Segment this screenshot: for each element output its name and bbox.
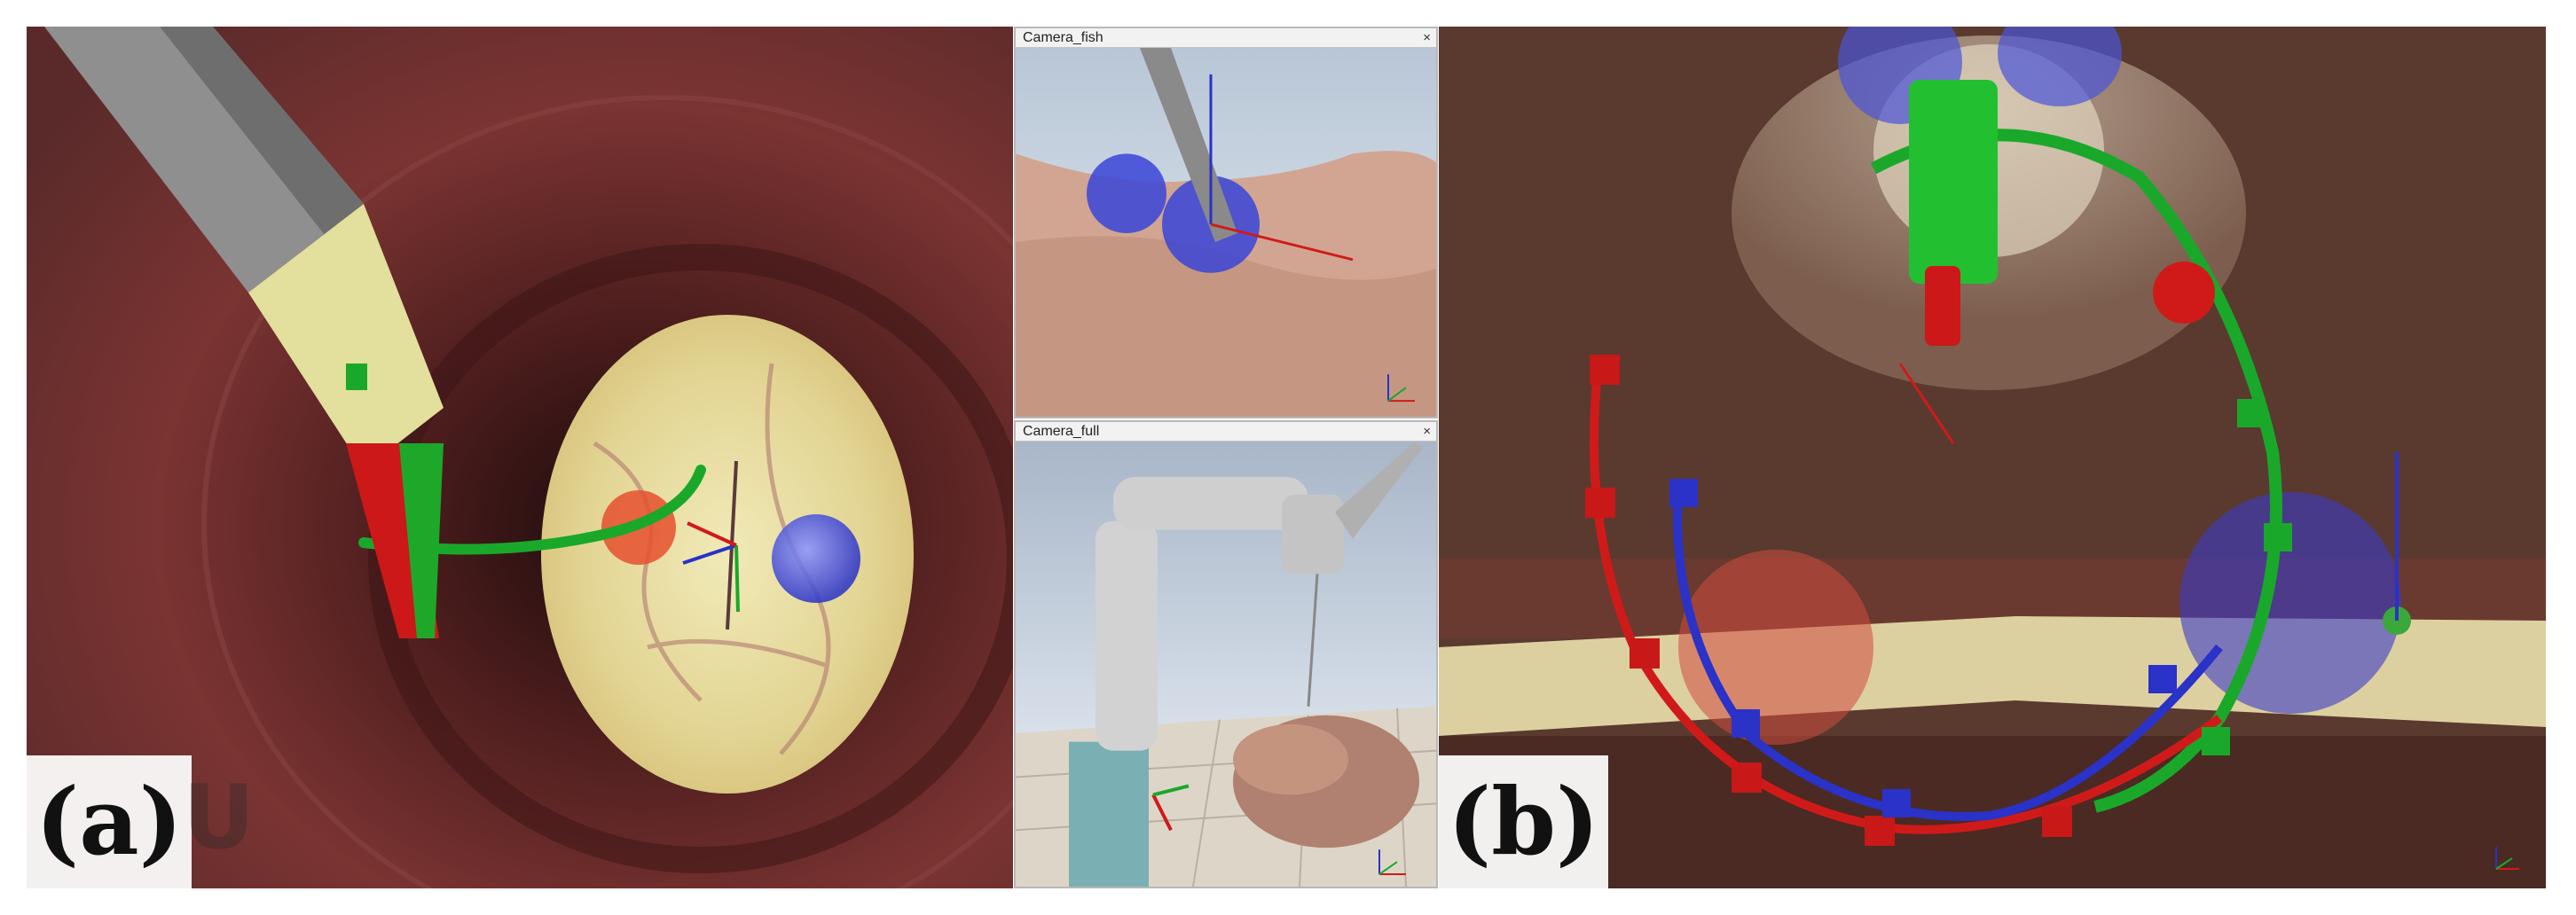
camera-fish-titlebar[interactable]: Camera_fish × (1016, 28, 1436, 48)
camera-full-view (1016, 442, 1436, 887)
base-axis-red (1151, 794, 1173, 832)
camera-fish-scene (1016, 48, 1436, 417)
panel-b-trajectory-view: (b) (1439, 27, 2546, 888)
green-instrument-body (1909, 80, 1998, 284)
camera-fish-title: Camera_fish (1023, 30, 1103, 45)
instrument-shaft-shade (160, 27, 364, 239)
close-icon[interactable]: × (1423, 424, 1431, 439)
instrument-shaft (44, 27, 364, 293)
tunnel-ring (201, 95, 1013, 888)
instrument-collar (248, 204, 444, 470)
corner-axis-y (1387, 387, 1407, 402)
red-waypoint-sphere (2153, 262, 2215, 324)
head-phantom-face (1233, 723, 1348, 795)
camera-fish-view (1016, 48, 1436, 417)
robot-base-pedestal (1069, 741, 1149, 887)
corner-axis-y (1378, 861, 1398, 875)
axis-red-right (1210, 223, 1354, 262)
marker-green-small (346, 364, 367, 390)
axis-red (687, 521, 737, 547)
blue-sphere-top-right (1998, 27, 2122, 106)
waypoint-blue-3 (1882, 789, 1911, 817)
membrane-disk (541, 315, 914, 794)
panel-a-scene (27, 27, 1013, 888)
camera-full-window[interactable]: Camera_full × (1014, 420, 1438, 888)
red-target-sphere (1678, 550, 1873, 745)
panel-b-label: (b) (1439, 755, 1609, 888)
waypoint-red-3 (1630, 638, 1660, 669)
corner-axis-y (2495, 857, 2513, 870)
waypoint-red-1 (1590, 355, 1620, 385)
robot-wrist (1282, 494, 1344, 575)
camera-full-titlebar[interactable]: Camera_full × (1016, 422, 1436, 442)
blue-trajectory-ring (1673, 487, 2223, 821)
panel-a-watermark: U (183, 765, 255, 869)
waypoint-green-1 (2237, 399, 2266, 427)
camera-full-title: Camera_full (1023, 424, 1100, 439)
camera-full-scene (1016, 442, 1436, 887)
waypoint-red-6 (2042, 807, 2072, 837)
red-instrument-tip (1925, 266, 1960, 346)
waypoint-blue-1 (1669, 479, 1698, 507)
waypoint-red-4 (1732, 762, 1762, 793)
panel-a-label: (a) (27, 755, 192, 888)
axis-red-diag (1898, 363, 1955, 444)
robot-arm-upper (1113, 476, 1308, 530)
instrument-gripper-green (399, 443, 444, 638)
waypoint-green-2 (2264, 523, 2292, 551)
panel-a-endoscope-view: (a) U (27, 27, 1013, 888)
blue-target-sphere (772, 514, 860, 603)
waypoint-green-3 (2202, 727, 2230, 755)
axis-green (734, 544, 740, 613)
blue-target-sphere (2179, 492, 2401, 714)
waypoint-red-2 (1585, 488, 1615, 518)
robot-tool (1335, 442, 1422, 539)
robot-needle (1307, 574, 1319, 707)
waypoint-blue-4 (2148, 665, 2177, 693)
camera-fish-window[interactable]: Camera_fish × (1014, 27, 1438, 418)
panel-b-scene (1439, 27, 2546, 888)
blue-sphere-left (1087, 153, 1166, 233)
face-shade (1016, 236, 1436, 417)
waypoint-red-5 (1865, 816, 1895, 846)
robot-arm-lower (1096, 520, 1158, 751)
close-icon[interactable]: × (1423, 30, 1431, 45)
instrument-shaft (1140, 48, 1237, 242)
axis-blue (682, 544, 737, 565)
waypoint-blue-2 (1732, 709, 1760, 738)
base-axis-green (1152, 784, 1190, 797)
